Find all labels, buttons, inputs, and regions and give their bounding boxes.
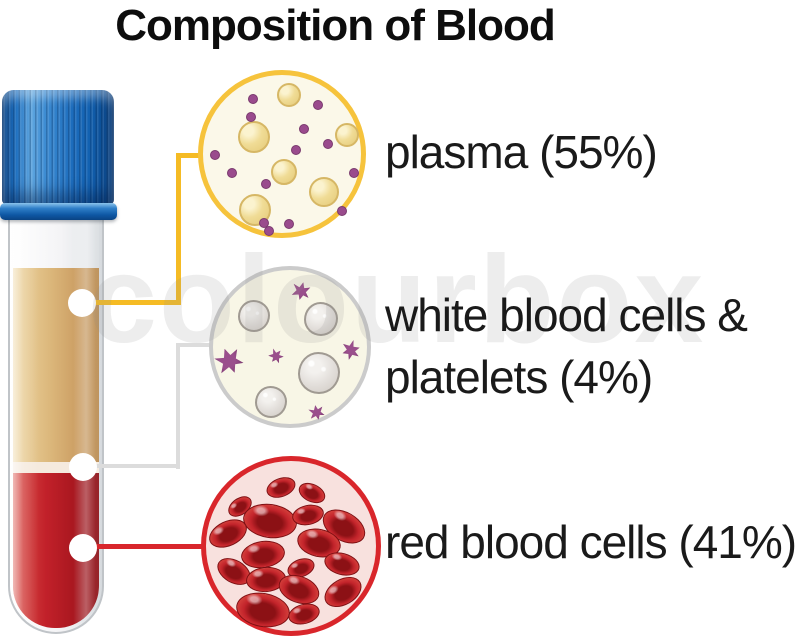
plasma-bubble-icon [335, 123, 359, 147]
wbc-magnified-circle [209, 266, 371, 428]
plasma-speck-icon [246, 112, 256, 122]
wbc-connector-line [176, 343, 180, 469]
plasma-bubble-icon [271, 159, 297, 185]
plasma-speck-icon [313, 100, 323, 110]
wbc-marker-dot [69, 453, 97, 481]
white-blood-cell-icon [298, 352, 340, 394]
plasma-speck-icon [299, 124, 309, 134]
plasma-speck-icon [248, 94, 258, 104]
red-blood-cell-icon [285, 600, 323, 628]
red-blood-cell-icon [239, 537, 287, 571]
label-wbc-line1: white blood cells & [385, 289, 748, 341]
platelet-icon [340, 339, 362, 361]
plasma-speck-icon [291, 145, 301, 155]
plasma-speck-icon [264, 226, 274, 236]
plasma-connector-line [82, 300, 181, 305]
plasma-speck-icon [227, 168, 237, 178]
white-blood-cell-icon [255, 386, 287, 418]
wbc-connector-line [176, 343, 216, 347]
plasma-speck-icon [261, 179, 271, 189]
plasma-speck-icon [210, 150, 220, 160]
wbc-connector-line [83, 464, 180, 468]
rbc-connector-line [83, 544, 205, 549]
label-wbc-line2: platelets (4%) [385, 351, 653, 403]
white-blood-cell-icon [304, 302, 338, 336]
platelet-icon [290, 280, 312, 302]
rbc-marker-dot [69, 534, 97, 562]
red-blood-cell-icon [321, 548, 363, 580]
label-plasma: plasma (55%) [385, 126, 658, 178]
plasma-magnified-circle [198, 70, 366, 238]
tube-cap-rim [0, 203, 117, 220]
white-blood-cell-icon [238, 300, 270, 332]
plasma-bubble-icon [309, 177, 339, 207]
plasma-speck-icon [349, 168, 359, 178]
platelet-icon [266, 346, 286, 366]
red-blood-cell-icon [263, 472, 299, 502]
plasma-bubble-icon [239, 194, 271, 226]
red-blood-cell-icon [295, 478, 329, 508]
diagram-title: Composition of Blood [115, 1, 555, 50]
plasma-connector-line [176, 153, 206, 158]
red-blood-cell-icon [240, 500, 300, 542]
plasma-bubble-icon [238, 121, 270, 153]
plasma-speck-icon [337, 206, 347, 216]
plasma-connector-line [176, 153, 181, 305]
plasma-speck-icon [284, 219, 294, 229]
plasma-marker-dot [68, 289, 96, 317]
red-blood-cell-icon [319, 570, 367, 614]
plasma-speck-icon [323, 139, 333, 149]
label-rbc: red blood cells (41%) [385, 516, 797, 568]
platelet-icon [307, 403, 324, 420]
rbc-magnified-circle [201, 456, 381, 636]
plasma-bubble-icon [277, 83, 301, 107]
tube-cap [2, 90, 114, 204]
platelet-icon [212, 344, 245, 377]
test-tube-contents [13, 206, 99, 628]
